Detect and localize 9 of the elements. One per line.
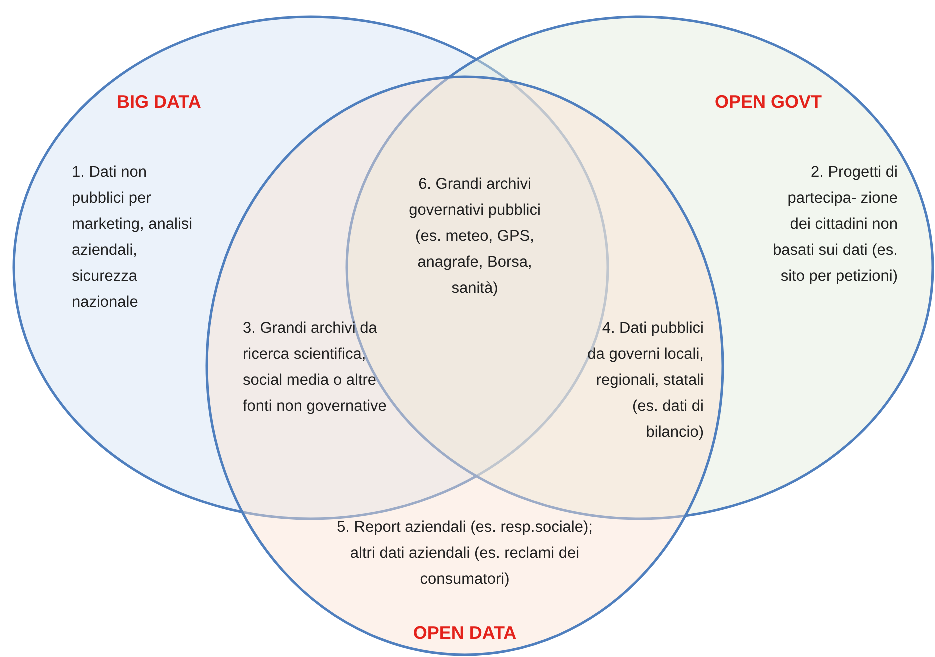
region-text: 2. Progetti di partecipa- zione dei cittadini non basati sui dati (es. sito per petizioni) <box>772 163 898 287</box>
circle-title: BIG DATA <box>117 92 202 113</box>
circle-title: OPEN GOVT <box>715 92 824 113</box>
region-text: 4. Dati pubblici da governi locali, regionali, statali (es. dati di bilancio) <box>586 319 704 443</box>
region-text: 1. Dati non pubblici per marketing, analisi aziendali, sicurezza nazionale <box>72 163 194 313</box>
region-text: 3. Grandi archivi da ricerca scientifica, social media o altre fonti non governative <box>243 319 388 417</box>
region-text: 6. Grandi archivi governativi pubblici (es. meteo, GPS, anagrafe, Borsa, sanità) <box>408 175 542 299</box>
region-text: 5. Report aziendali (es. resp.sociale); altri dati aziendali (es. reclami dei consumatori) <box>336 518 594 590</box>
circle-title: OPEN DATA <box>412 623 518 644</box>
